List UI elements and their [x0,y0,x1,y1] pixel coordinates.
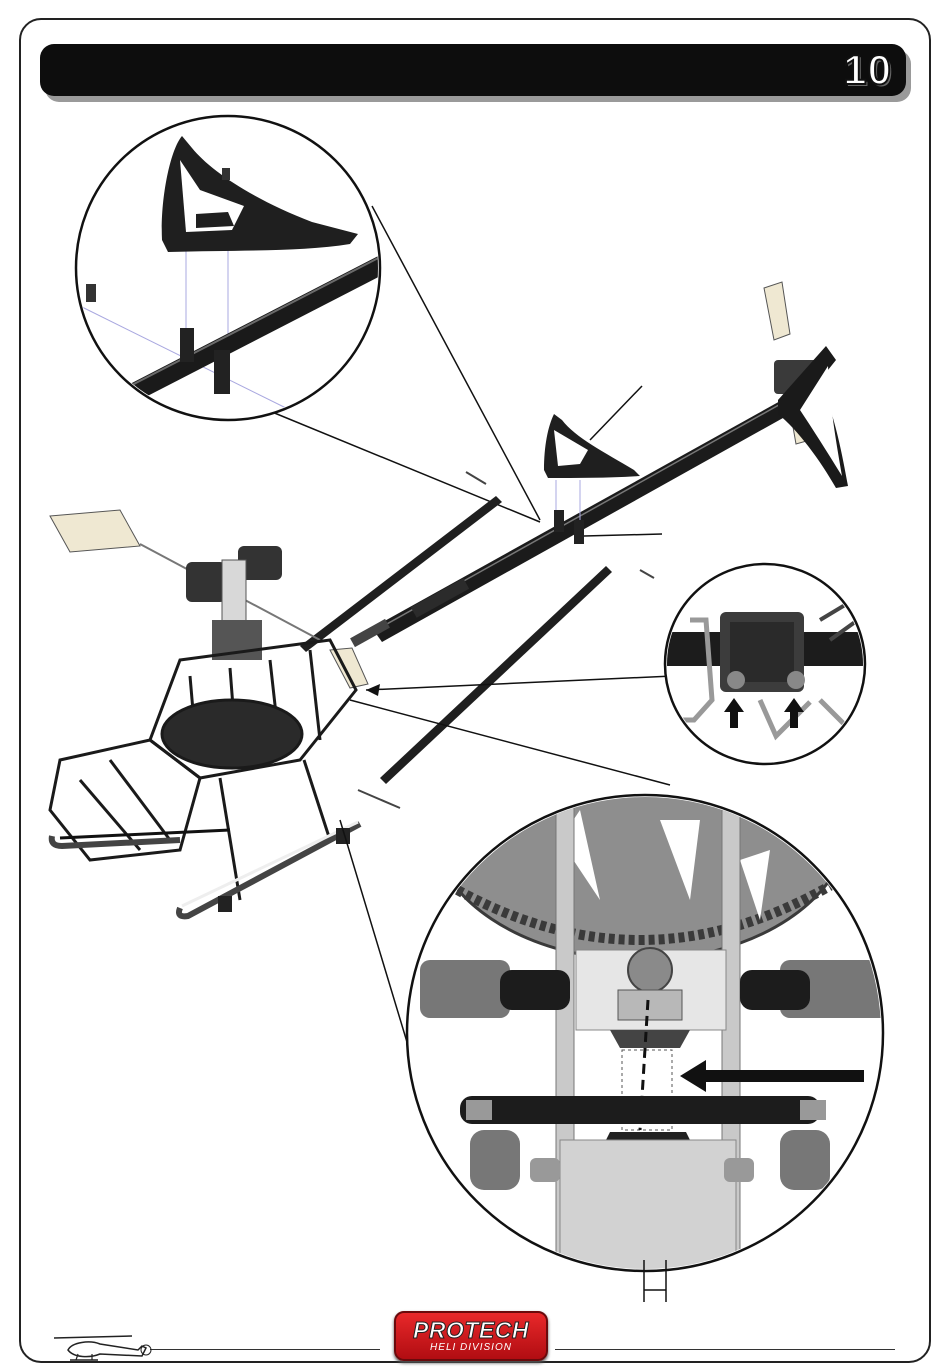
detail-circle-mount [660,564,880,764]
protech-logo: PROTECH HELI DIVISION [394,1311,548,1361]
helicopter-icon [46,1330,156,1364]
rotor-head [50,510,368,688]
callout-line [372,206,540,520]
footer-rule-left [150,1349,380,1350]
callout-line [340,820,410,1052]
arrow-head [366,684,380,696]
main-frame [50,640,356,900]
callout-line [366,674,716,690]
tail-rotor [764,282,848,488]
landing-skids [52,822,360,916]
logo-wordmark: PROTECH [396,1317,546,1344]
footer-rule-right [555,1349,895,1350]
detail-circle-gear [407,680,890,1302]
detail-circle-fin [60,116,396,438]
fin-on-boom [544,386,662,544]
